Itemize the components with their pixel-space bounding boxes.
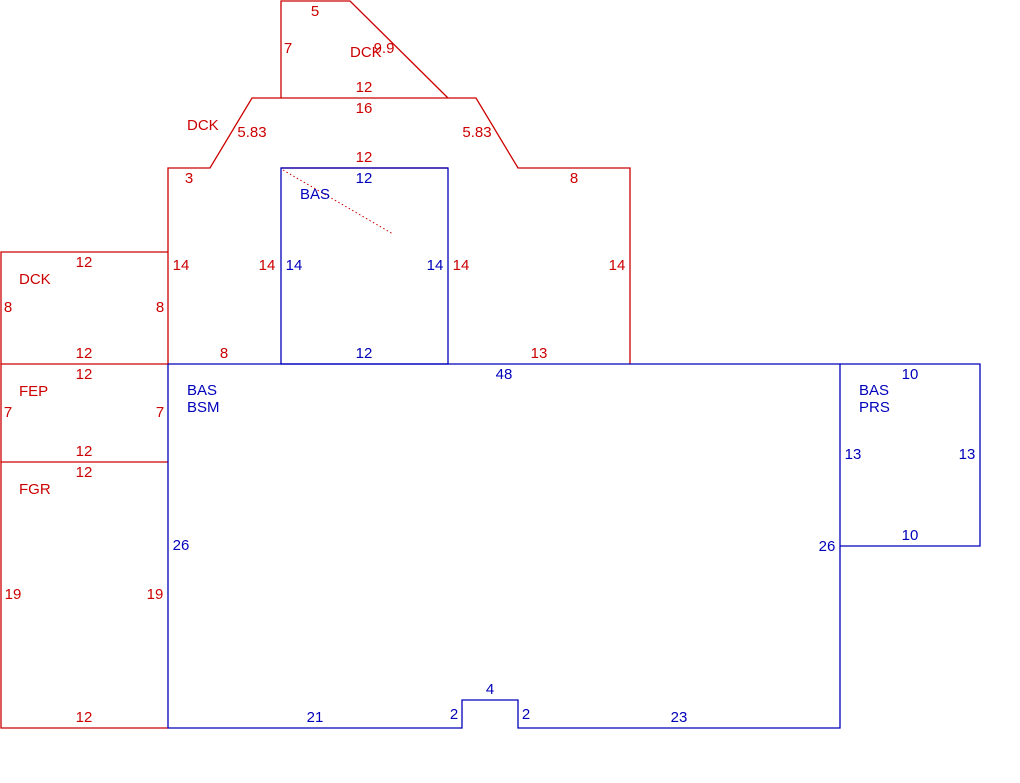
dim-label: 12	[356, 345, 373, 362]
dim-label: 14	[453, 257, 470, 274]
dim-label: 19	[147, 586, 164, 603]
fep-label: FEP	[19, 383, 48, 400]
dck-left-outline	[0, 251, 168, 365]
dck-mid-outline	[167, 97, 631, 364]
fgr-outline	[0, 462, 168, 729]
dck-top-outline	[280, 0, 449, 99]
dim-label: 7	[156, 404, 164, 421]
dim-label: 5.83	[237, 124, 266, 141]
dim-label: 21	[307, 709, 324, 726]
dim-label: 10	[902, 527, 919, 544]
dim-label: 23	[671, 709, 688, 726]
dim-label: 4	[486, 681, 494, 698]
dim-label: 14	[173, 257, 190, 274]
dim-label: 8	[4, 299, 12, 316]
dim-label: 9.9	[374, 40, 395, 57]
dim-label: 19	[5, 586, 22, 603]
dim-label: 8	[220, 345, 228, 362]
dim-label: 7	[284, 40, 292, 57]
bas-main-outline	[167, 363, 841, 729]
bas-main-label-1: BAS	[187, 382, 217, 399]
dck-mid-label: DCK	[187, 117, 219, 134]
dim-label: 14	[259, 257, 276, 274]
dim-label: 12	[76, 443, 93, 460]
dim-label: 26	[819, 538, 836, 555]
dim-label: 13	[531, 345, 548, 362]
dim-label: 12	[356, 170, 373, 187]
dim-label: 12	[76, 366, 93, 383]
dim-label: 5.83	[462, 124, 491, 141]
dim-label: 3	[185, 170, 193, 187]
dim-label: 8	[156, 299, 164, 316]
dim-label: 12	[76, 254, 93, 271]
bas-prs-outline	[840, 363, 981, 547]
dim-label: 13	[845, 446, 862, 463]
dim-label: 13	[959, 446, 976, 463]
dim-label: 7	[4, 404, 12, 421]
dim-label: 8	[570, 170, 578, 187]
dim-label: 14	[609, 257, 626, 274]
dim-label: 2	[522, 706, 530, 723]
dim-label: 2	[450, 706, 458, 723]
dim-label: 26	[173, 537, 190, 554]
dim-label: 12	[356, 79, 373, 96]
dim-label: 10	[902, 366, 919, 383]
dotted-guide-line	[282, 169, 394, 235]
dim-label: 5	[311, 3, 319, 20]
dim-label: 14	[427, 257, 444, 274]
dim-label: 12	[356, 149, 373, 166]
dim-label: 14	[286, 257, 303, 274]
bas-upper-label: BAS	[300, 186, 330, 203]
dck-left-label: DCK	[19, 271, 51, 288]
dim-label: 12	[76, 345, 93, 362]
fgr-label: FGR	[19, 481, 51, 498]
dim-label: 16	[356, 100, 373, 117]
bas-main-label-2: BSM	[187, 399, 220, 416]
dim-label: 12	[76, 464, 93, 481]
dim-label: 48	[496, 366, 513, 383]
bas-prs-label-1: BAS	[859, 382, 889, 399]
dim-label: 12	[76, 709, 93, 726]
bas-prs-label-2: PRS	[859, 399, 890, 416]
dck-top-label: DCK	[350, 44, 382, 61]
